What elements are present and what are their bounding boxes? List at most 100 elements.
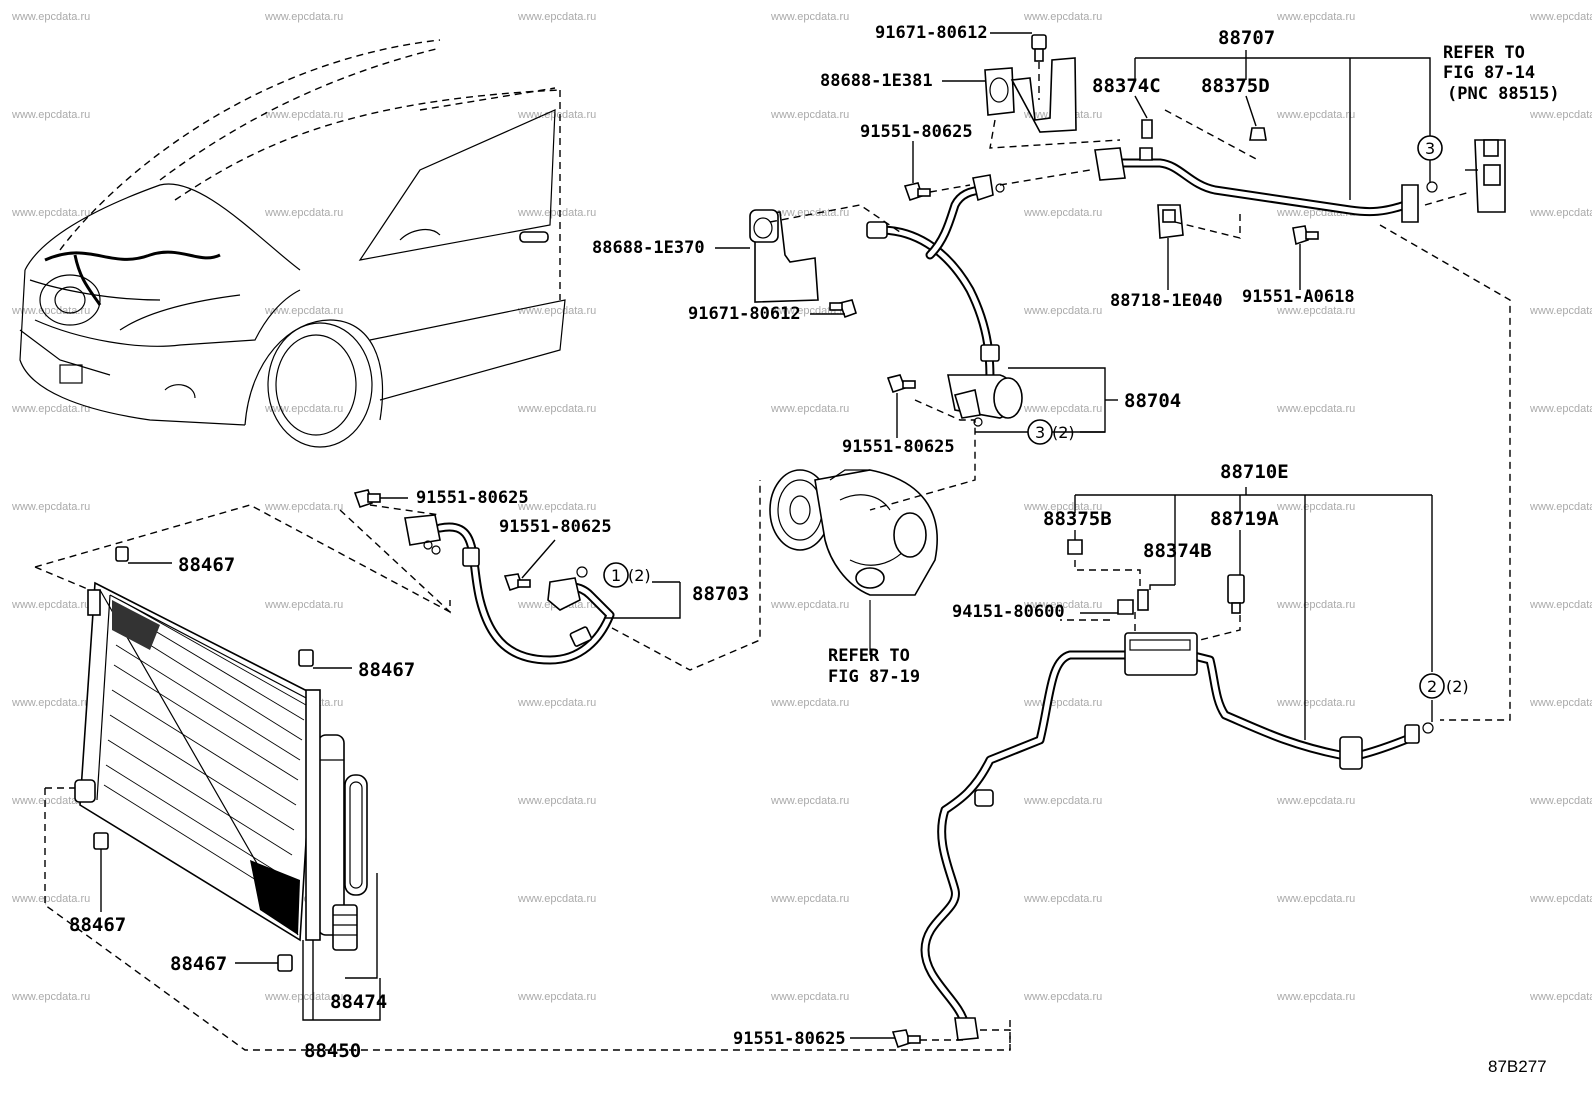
label-88703: 88703	[692, 583, 749, 605]
watermark-text: www.epcdata.ru	[1276, 305, 1355, 317]
watermark-text: www.epcdata.ru	[1529, 109, 1592, 121]
condenser-leaders	[100, 562, 381, 1021]
liquid-pipe-88710E	[891, 539, 1434, 1049]
watermark-text: www.epcdata.ru	[1023, 305, 1102, 317]
bracket-88688-1E381	[942, 32, 1121, 149]
callout-markers	[603, 135, 1445, 699]
watermark-text: www.epcdata.ru	[770, 893, 849, 905]
watermark-text: www.epcdata.ru	[1023, 11, 1102, 23]
label-91551-80625-e: 91551-80625	[733, 1029, 846, 1049]
callout-3-top: 3	[1425, 139, 1435, 158]
watermark-text: www.epcdata.ru	[1276, 599, 1355, 611]
refer-fig-87-19-line2: FIG 87-19	[828, 667, 920, 687]
callout-2: 2	[1427, 677, 1437, 696]
watermark-text: www.epcdata.ru	[770, 599, 849, 611]
watermark-text: www.epcdata.ru	[11, 893, 90, 905]
watermark-text: www.epcdata.ru	[517, 11, 596, 23]
qty-2-b: (2)	[628, 566, 651, 585]
watermark-text: www.epcdata.ru	[264, 11, 343, 23]
watermark-text: www.epcdata.ru	[1529, 403, 1592, 415]
label-88374B: 88374B	[1143, 540, 1212, 562]
watermark-text: www.epcdata.ru	[11, 599, 90, 611]
label-91551-80625-d: 91551-80625	[499, 517, 612, 537]
bracket-88688-1E370	[715, 204, 901, 319]
watermark-text: www.epcdata.ru	[517, 991, 596, 1003]
label-91551-A0618: 91551-A0618	[1242, 287, 1355, 307]
refer-fig-87-14-line2: FIG 87-14	[1443, 63, 1535, 83]
pipe-88707-leaders	[1134, 50, 1511, 721]
label-91551-80625-a: 91551-80625	[860, 122, 973, 142]
watermark-text: www.epcdata.ru	[1276, 991, 1355, 1003]
label-88375B: 88375B	[1043, 508, 1112, 530]
watermark-text: www.epcdata.ru	[1023, 403, 1102, 415]
label-88467-a: 88467	[178, 554, 235, 576]
watermark-text: www.epcdata.ru	[11, 403, 90, 415]
watermark-text: www.epcdata.ru	[1276, 893, 1355, 905]
refer-fig-87-14-line3: (PNC 88515)	[1447, 84, 1560, 104]
label-88688-1E381: 88688-1E381	[820, 71, 933, 91]
watermark-text: www.epcdata.ru	[1276, 403, 1355, 415]
watermark-text: www.epcdata.ru	[1529, 991, 1592, 1003]
watermark-text: www.epcdata.ru	[264, 599, 343, 611]
vehicle-illustration	[19, 39, 566, 448]
label-88710E: 88710E	[1220, 461, 1289, 483]
watermark-text: www.epcdata.ru	[517, 109, 596, 121]
watermark-text: www.epcdata.ru	[1276, 795, 1355, 807]
watermark-text: www.epcdata.ru	[1023, 795, 1102, 807]
watermark-text: www.epcdata.ru	[1529, 893, 1592, 905]
watermark-text: www.epcdata.ru	[517, 207, 596, 219]
watermark-text: www.epcdata.ru	[1529, 599, 1592, 611]
label-91551-80625-c: 91551-80625	[416, 488, 529, 508]
watermark-text: www.epcdata.ru	[770, 991, 849, 1003]
watermark-text: www.epcdata.ru	[11, 501, 90, 513]
label-88688-1E370: 88688-1E370	[592, 238, 705, 258]
label-91671-80612-mid: 91671-80612	[688, 304, 801, 324]
watermark-text: www.epcdata.ru	[264, 109, 343, 121]
watermark-text: www.epcdata.ru	[1023, 501, 1102, 513]
watermark-text: www.epcdata.ru	[770, 11, 849, 23]
label-88450: 88450	[304, 1040, 361, 1062]
watermark-text: www.epcdata.ru	[1529, 501, 1592, 513]
watermark-text: www.epcdata.ru	[264, 305, 343, 317]
watermark-text: www.epcdata.ru	[1276, 501, 1355, 513]
qty-2-a: (2)	[1052, 423, 1075, 442]
watermark-text: www.epcdata.ru	[517, 795, 596, 807]
label-88374C: 88374C	[1092, 75, 1161, 97]
watermark-text: www.epcdata.ru	[770, 207, 849, 219]
watermark-text: www.epcdata.ru	[1276, 697, 1355, 709]
suction-hose-leaders	[869, 141, 1118, 511]
watermark-text: www.epcdata.ru	[11, 305, 90, 317]
qty-2-c: (2)	[1446, 677, 1469, 696]
refer-fig-87-19-line1: REFER TO	[828, 646, 910, 666]
watermark-text: www.epcdata.ru	[1529, 11, 1592, 23]
watermark-text: www.epcdata.ru	[517, 403, 596, 415]
label-91551-80625-b: 91551-80625	[842, 437, 955, 457]
watermark-text: www.epcdata.ru	[770, 697, 849, 709]
label-94151-80600: 94151-80600	[952, 602, 1065, 622]
watermark-text: www.epcdata.ru	[11, 795, 90, 807]
watermark-text: www.epcdata.ru	[1023, 207, 1102, 219]
watermark-text: www.epcdata.ru	[11, 991, 90, 1003]
suction-pipe-88707	[1094, 119, 1506, 246]
compressor	[769, 469, 938, 655]
label-88718-1E040: 88718-1E040	[1110, 291, 1223, 311]
watermark-text: www.epcdata.ru	[1023, 991, 1102, 1003]
suction-hose-88704	[866, 174, 1023, 427]
label-88704: 88704	[1124, 390, 1181, 412]
label-88467-d: 88467	[170, 953, 227, 975]
watermark-text: www.epcdata.ru	[11, 207, 90, 219]
watermark-text: www.epcdata.ru	[770, 795, 849, 807]
label-91671-80612-top: 91671-80612	[875, 23, 988, 43]
watermark-text: www.epcdata.ru	[517, 305, 596, 317]
callout-1: 1	[611, 566, 621, 585]
watermark-text: www.epcdata.ru	[1529, 795, 1592, 807]
labels: 91671-80612 88688-1E381 91551-80625 8868…	[69, 23, 1560, 1076]
watermark-text: www.epcdata.ru	[1023, 893, 1102, 905]
watermark-text: www.epcdata.ru	[11, 697, 90, 709]
watermark-layer: www.epcdata.ru www.epcdata.ru www.epcdata.…	[11, 11, 1592, 1003]
watermark-text: www.epcdata.ru	[1023, 599, 1102, 611]
watermark-text: www.epcdata.ru	[1276, 11, 1355, 23]
watermark-text: www.epcdata.ru	[1529, 207, 1592, 219]
callout-3-mid: 3	[1035, 423, 1045, 442]
pipe-88710E-leaders	[850, 487, 1433, 1050]
